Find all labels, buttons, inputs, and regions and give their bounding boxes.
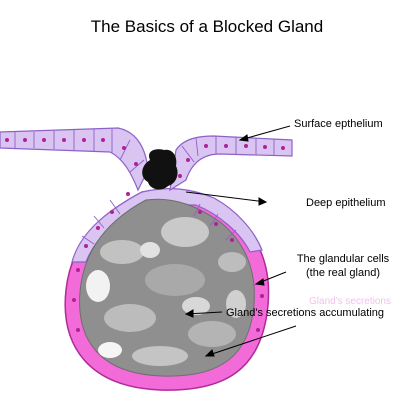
cell-nuclei [5, 138, 285, 332]
nucleus [260, 294, 264, 298]
cell-border [193, 203, 201, 217]
arrow-secretions-lower-head [204, 349, 215, 357]
nucleus [263, 145, 267, 149]
nucleus [76, 328, 80, 332]
cell-border [209, 213, 219, 227]
cell-border [81, 235, 95, 245]
secretion-blob [132, 346, 188, 366]
nucleus [244, 144, 248, 148]
secretion-blob [86, 270, 110, 302]
cell-border [129, 159, 145, 173]
nucleus [5, 138, 9, 142]
secretion-blob [104, 304, 156, 332]
secretion-blob [100, 240, 144, 264]
label-glandular-cells: The glandular cells [297, 253, 390, 265]
secretion-blob [161, 217, 209, 247]
label-arrows [184, 125, 297, 357]
secretion-blobs [86, 217, 246, 366]
secretion-blob [182, 297, 210, 315]
cell-border [119, 139, 131, 161]
nucleus [134, 162, 138, 166]
label-glandular-cells-sub: (the real gland) [306, 267, 380, 279]
arrow-deep-epithelium [185, 191, 267, 203]
label-secretions-accumulating: Gland's secretions accumulating [226, 307, 384, 319]
duct-blockage [142, 149, 178, 190]
secretion-blob [145, 264, 205, 296]
nucleus [186, 158, 190, 162]
surface-epithelium-left [0, 127, 149, 192]
nucleus [101, 138, 105, 142]
arrow-surface-epithelium [239, 125, 291, 141]
arrow-secretions-lower [205, 325, 297, 357]
nucleus [126, 192, 130, 196]
nucleus [72, 298, 76, 302]
nucleus [84, 244, 88, 248]
epithelium-cell-borders [14, 129, 275, 245]
deep-epithelium-band [71, 188, 263, 263]
nucleus [224, 144, 228, 148]
label-secretions-faint: Gland's secretions [309, 296, 391, 307]
cell-border [109, 199, 121, 215]
nucleus [204, 144, 208, 148]
secretion-blob [98, 342, 122, 358]
label-surface-epithelium: Surface epthelium [294, 118, 383, 130]
label-deep-epithelium: Deep epithelium [306, 197, 386, 209]
secretion-blob [218, 252, 246, 272]
arrow-secretions-head [184, 309, 194, 318]
nucleus [110, 210, 114, 214]
nucleus [230, 238, 234, 242]
secretion-blob [140, 242, 160, 258]
arrow-deep-epithelium-head [258, 197, 268, 206]
secretion-blob [226, 290, 246, 318]
arrow-glandular-cells-head [254, 278, 265, 286]
nucleus [82, 138, 86, 142]
nucleus [76, 268, 80, 272]
nucleus [62, 138, 66, 142]
arrow-surface-epithelium-head [238, 134, 249, 142]
nucleus [23, 138, 27, 142]
diagram-title: The Basics of a Blocked Gland [91, 17, 323, 36]
nucleus [122, 146, 126, 150]
secretion-blob [188, 321, 236, 347]
nucleus [214, 222, 218, 226]
cell-border [195, 137, 199, 157]
cell-border [225, 229, 237, 241]
nucleus [42, 138, 46, 142]
cell-border [181, 145, 195, 163]
nucleus [256, 328, 260, 332]
nucleus [198, 210, 202, 214]
nucleus [96, 226, 100, 230]
cell-border [93, 215, 105, 229]
nucleus [178, 174, 182, 178]
nucleus [281, 146, 285, 150]
